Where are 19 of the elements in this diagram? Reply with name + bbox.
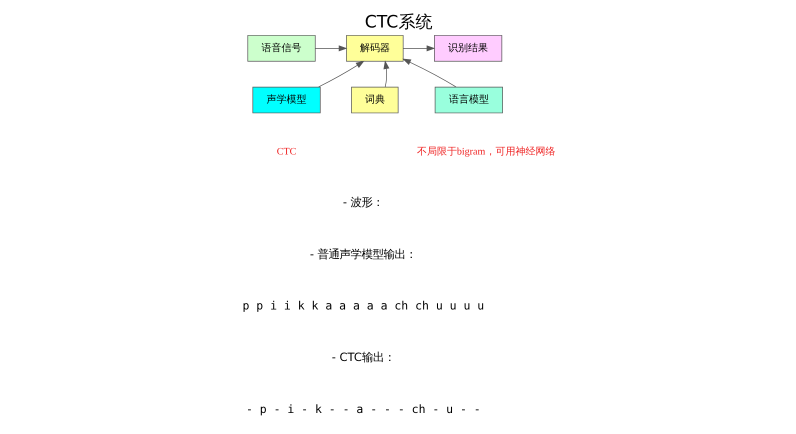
node-box: 语言模型 [434,86,502,114]
node-label: CTC [276,146,296,158]
node-label: 不局限于bigram，可用神经网络 [416,146,555,158]
node-box: 语音信号 [246,35,316,62]
arrow [402,45,435,52]
label: - p - i - k - - a - - - ch - u - - [245,402,480,416]
arrow [402,58,456,88]
label: p p i i k k a a a a a ch ch u u u u [242,298,484,312]
diagram-title: CTC系统 [364,12,432,33]
node-box: 识别结果 [434,35,502,62]
arrow [314,45,347,52]
label: - 波形： [342,195,384,210]
label: - 普通声学模型输出： [309,246,416,261]
arrow [382,60,389,88]
node-box: 解码器 [346,35,404,62]
node-box: 声学模型 [252,86,320,114]
node-box: 词典 [350,86,398,114]
label: - CTC输出： [331,350,394,364]
arrow [318,60,364,88]
